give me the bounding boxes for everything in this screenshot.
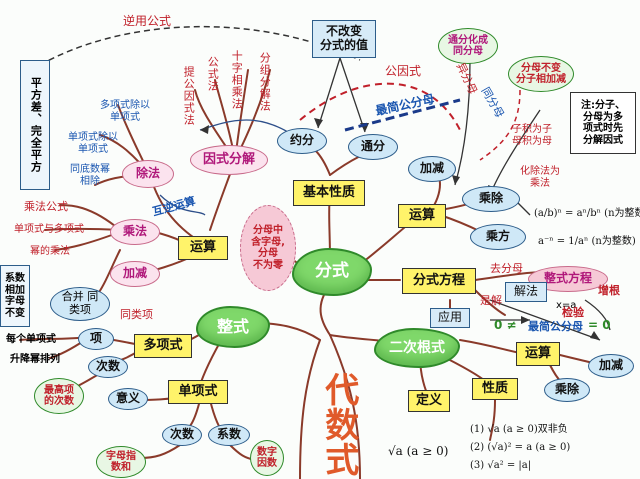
coefficient-node[interactable]: 系数	[208, 424, 250, 446]
common-factor-label: 公因式	[385, 64, 422, 78]
mono-div-mono-label: 单项式除以 单项式	[68, 132, 118, 155]
convert-same-denominator-node[interactable]: 通分化成 同分母	[438, 28, 498, 64]
method-cross-multiply: 十字相乘法	[230, 50, 244, 110]
each-monomial-label: 每个单项式	[6, 334, 56, 345]
extraneous-root-label: 增根	[598, 284, 620, 297]
definition-node[interactable]: 定义	[408, 390, 450, 412]
like-terms-label: 同类项	[120, 308, 153, 321]
fraction-central-node[interactable]: 分式	[292, 248, 372, 296]
root-definition-formula: √a (a ≥ 0)	[388, 444, 449, 458]
poly-div-mono-label: 多项式除以 单项式	[100, 100, 150, 123]
division-node[interactable]: 除法	[122, 160, 174, 188]
meaning-node[interactable]: 意义	[108, 388, 148, 410]
unchanged-value-box[interactable]: 不改变 分式的值	[312, 20, 376, 58]
operation-node-root[interactable]: 运算	[516, 342, 560, 366]
fractional-equation-node[interactable]: 分式方程	[402, 268, 476, 294]
add-subtract-node-frac[interactable]: 加减	[408, 156, 456, 182]
power-node[interactable]: 乘方	[470, 224, 526, 250]
common-denominator-node[interactable]: 通分	[348, 134, 398, 160]
combine-like-terms-node[interactable]: 合并 同 类项	[50, 287, 110, 321]
application-node[interactable]: 应用	[430, 308, 470, 328]
mult-div-node-root[interactable]: 乘除	[544, 378, 590, 402]
mult-div-node-frac[interactable]: 乘除	[462, 186, 520, 212]
root-property-3: (3) √a² = |a|	[470, 460, 532, 471]
term-node[interactable]: 项	[78, 328, 114, 350]
power-formula-2: a⁻ⁿ = 1/aⁿ (n为整数)	[538, 236, 636, 247]
verify-label: 检验	[562, 306, 584, 319]
mult-formula-label: 乘法公式	[24, 200, 68, 213]
lcd-label-2: 最简公分母	[528, 320, 583, 333]
add-subtract-node-root[interactable]: 加减	[588, 354, 634, 378]
degree-node-mono[interactable]: 次数	[162, 424, 202, 446]
property-node[interactable]: 性质	[472, 378, 518, 400]
highest-degree-node[interactable]: 最高项 的次数	[34, 378, 84, 414]
operation-node-frac[interactable]: 运算	[398, 204, 446, 228]
multiplication-node[interactable]: 乘法	[110, 219, 160, 245]
numerator-product-label: 子积为子 母积为母	[512, 124, 552, 147]
letter-exponent-node[interactable]: 字母指 数和	[96, 446, 146, 478]
clear-denominator-label: 去分母	[490, 262, 523, 275]
is-solution-label: 是解	[480, 294, 502, 307]
method-formula: 公式法	[206, 56, 220, 92]
power-mult-label: 幂的乘法	[30, 246, 70, 257]
monomial-node[interactable]: 单项式	[168, 380, 228, 404]
method-grouping: 分组分解法	[258, 52, 272, 112]
mono-poly-label: 单项式与多项式	[14, 224, 84, 235]
add-subtract-node-left[interactable]: 加减	[110, 261, 160, 287]
same-base-div-label: 同底数幂 相除	[70, 164, 110, 187]
equals-zero-label: = 0	[588, 318, 611, 332]
method-extract-factor: 提公因式法	[182, 66, 196, 126]
degree-node-poly[interactable]: 次数	[88, 356, 128, 378]
quadratic-radical-node[interactable]: 二次根式	[374, 328, 460, 368]
basic-property-node[interactable]: 基本性质	[293, 180, 365, 206]
x-equals-a-label: x=a	[556, 300, 577, 311]
power-formula-1: (a/b)ⁿ = aⁿ/bⁿ (n为整数)	[534, 208, 640, 219]
root-property-2: (2) (√a)² = a (a ≥ 0)	[470, 442, 571, 453]
same-denominator-rule-node[interactable]: 分母不变 分子相加减	[508, 56, 574, 92]
solution-method-node[interactable]: 解法	[505, 282, 547, 302]
denominator-condition-node[interactable]: 分母中 含字母, 分母 不为零	[240, 205, 296, 291]
numeric-factor-node[interactable]: 数字 因数	[250, 440, 284, 476]
inverse-formula-label: 逆用公式	[123, 14, 172, 28]
difference-squares-text: 平方差、完全平方	[29, 77, 43, 173]
difference-squares-box[interactable]: 平方差、完全平方	[20, 60, 50, 190]
division-to-mult-label: 化除法为 乘法	[520, 166, 560, 189]
factorization-node[interactable]: 因式分解	[190, 145, 268, 175]
polynomial-node[interactable]: 多项式	[134, 334, 192, 358]
coefficient-rule-box[interactable]: 系数 相加 字母 不变	[0, 265, 30, 327]
note-box: 注:分子、 分母为多 项式时先 分解因式	[570, 92, 636, 154]
nonzero-label: 0 ≠	[494, 318, 517, 332]
reduce-fraction-node[interactable]: 约分	[277, 128, 327, 154]
integral-expression-node[interactable]: 整式	[196, 306, 270, 348]
power-order-label: 升降幂排列	[10, 354, 60, 365]
algebraic-expression-title: 代数式	[318, 372, 359, 477]
root-property-1: (1) √a (a ≥ 0)双非负	[470, 424, 568, 435]
operation-node-left[interactable]: 运算	[178, 236, 228, 260]
